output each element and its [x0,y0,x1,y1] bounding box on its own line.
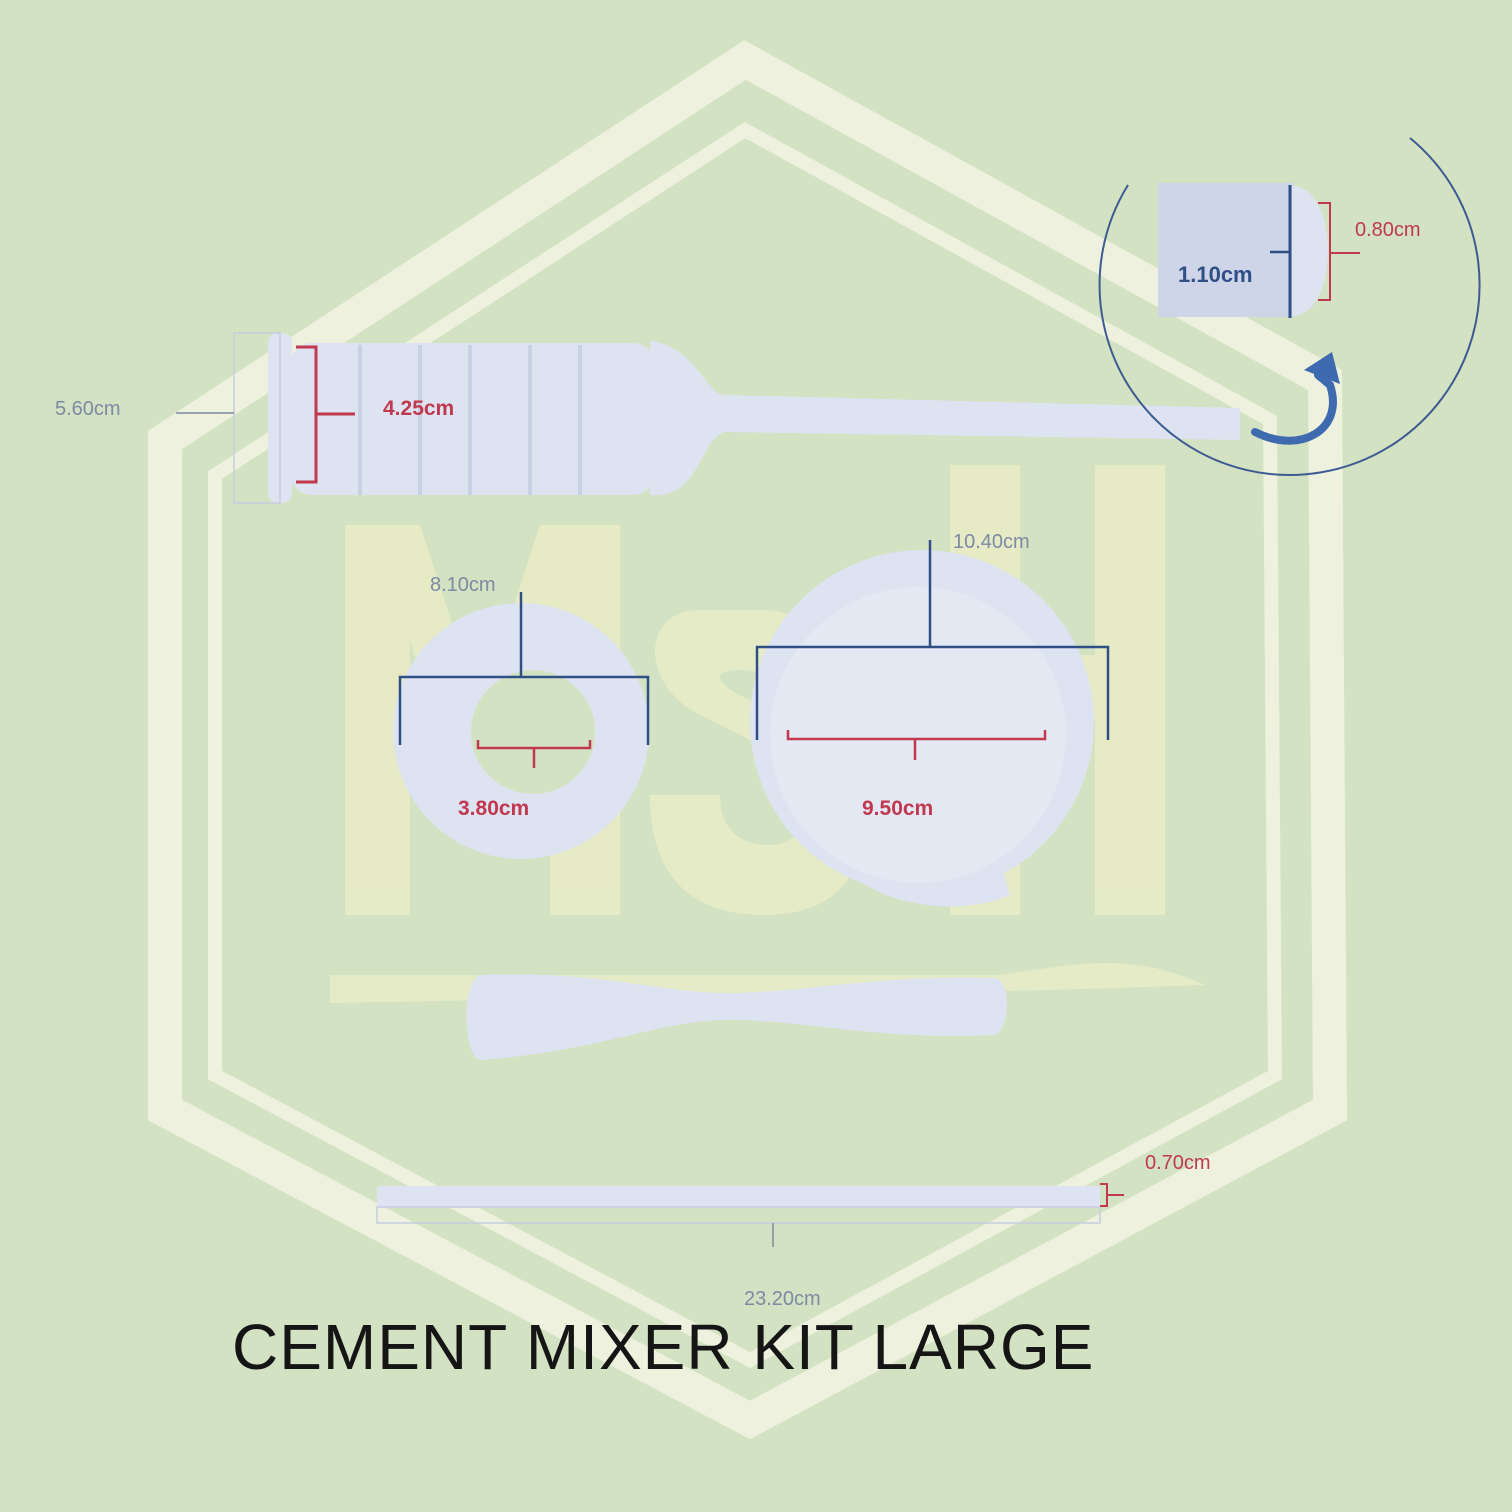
ring-inner-label: 3.80cm [458,797,530,820]
ring [393,592,650,859]
bowl-outer-label: 10.40cm [953,531,1030,553]
syringe-outer-label: 5.60cm [55,398,121,420]
spatula [466,974,1008,1060]
rod-thickness-label: 0.70cm [1145,1152,1211,1174]
nozzle-cap [1098,137,1481,476]
curved-arrow-icon [1251,352,1340,445]
ring-outer-label: 8.10cm [430,574,496,596]
cap-outer-label: 1.10cm [1178,262,1253,287]
bowl-inner-label: 9.50cm [862,797,934,820]
product-title: CEMENT MIXER KIT LARGE [232,1311,1095,1383]
syringe-inner-label: 4.25cm [383,397,455,420]
cap-inner-label: 0.80cm [1355,219,1421,241]
rod [376,1183,1124,1247]
bowl [750,540,1110,907]
rod-length-label: 23.20cm [744,1288,821,1310]
syringe [176,332,1240,504]
